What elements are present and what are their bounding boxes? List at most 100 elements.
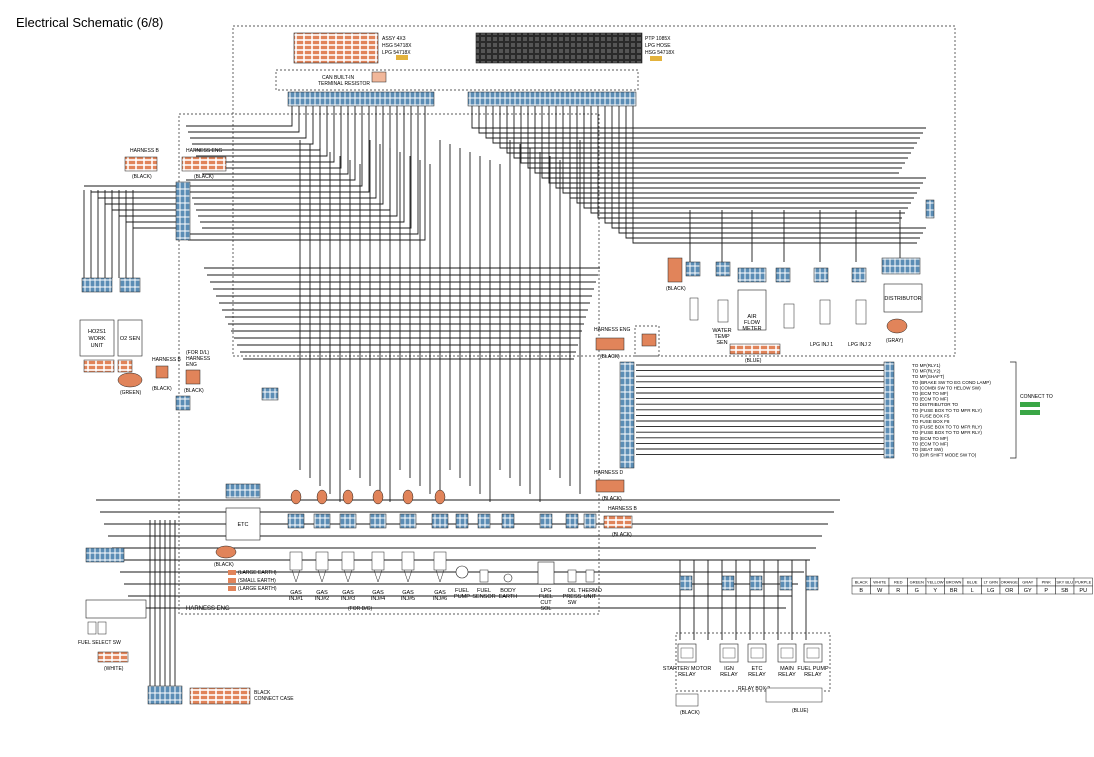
svg-text:PTP 1085X: PTP 1085X xyxy=(645,36,671,42)
svg-text:HARNESS ENG: HARNESS ENG xyxy=(186,148,223,154)
ecu-connector-right: PTP 1085X LPG HOSE HSG 54718X xyxy=(475,32,675,64)
output-label: TO MF(RLY1) xyxy=(912,363,941,368)
legend-color-code: G xyxy=(915,588,919,594)
svg-text:(BLACK): (BLACK) xyxy=(194,174,214,180)
harness-b-connector-top: HARNESS B (BLACK) xyxy=(124,148,160,180)
etc-throttle: ETC (BLACK) (LARGE EARTH) (SMALL EARTH) … xyxy=(214,483,277,592)
output-label: TO (COMBI SW TO HELOW SW) xyxy=(912,385,981,390)
o2-sensor-connectors: HO2S1 WORK UNIT O2 SEN xyxy=(79,277,143,373)
svg-text:HARNESS D: HARNESS D xyxy=(594,470,624,476)
svg-text:TERMINAL RESISTOR: TERMINAL RESISTOR xyxy=(318,81,370,87)
svg-text:CONNECT CASE: CONNECT CASE xyxy=(254,696,294,702)
output-terminal-strip xyxy=(883,361,895,459)
svg-text:(WHITE): (WHITE) xyxy=(104,666,124,672)
svg-text:HARNESS ENG: HARNESS ENG xyxy=(594,327,631,333)
output-label: TO (DIR SHIFT MODE SW TO) xyxy=(912,453,977,458)
bottom-left-connectors: FUEL SELECT SW (WHITE) BLACK CONNECT CAS… xyxy=(78,547,294,705)
relay-label: RELAY xyxy=(748,672,766,678)
output-label: TO (ECM TO MF) xyxy=(912,397,949,402)
output-label: TO (BRAKE SW TO EG COND LAMP) xyxy=(912,380,991,385)
svg-text:(BLACK): (BLACK) xyxy=(600,354,620,360)
svg-text:HARNESS: HARNESS xyxy=(186,356,211,362)
relay-box-label: RELAY BOX 2 xyxy=(738,686,770,692)
ecu-connector-left: ASSY 4X3 HSG 54718X LPG 54718X xyxy=(293,32,412,64)
harness-b-right-connector: HARNESS B (BLACK) xyxy=(603,506,638,538)
svg-text:(BLACK): (BLACK) xyxy=(612,532,632,538)
sensor-label: FUEL xyxy=(455,588,469,594)
svg-text:(BLUE): (BLUE) xyxy=(745,358,762,364)
harness-borders xyxy=(178,25,956,692)
sensor-label: LPG xyxy=(540,588,551,594)
svg-text:LPG INJ 1: LPG INJ 1 xyxy=(810,342,833,348)
harness-eng-connector-mid: (FOR D/L) HARNESS ENG (BLACK) xyxy=(184,350,211,394)
legend-color-code: W xyxy=(877,588,883,594)
svg-text:TEMP: TEMP xyxy=(714,334,730,340)
right-output-labels: TO MF(RLY1)TO MF(RLY2)TO MF(SHAFT)TO (BR… xyxy=(912,363,991,458)
relay-label: RELAY xyxy=(778,672,796,678)
output-label: TO (FUSE BOX TO TO MFR RLY) xyxy=(912,425,982,430)
svg-text:DISTRIBUTOR: DISTRIBUTOR xyxy=(884,296,921,302)
svg-text:FUEL SELECT SW: FUEL SELECT SW xyxy=(78,640,121,646)
output-label: TO FUSE BOX F8 xyxy=(912,419,950,424)
svg-text:WORK: WORK xyxy=(88,336,105,342)
connector-mid-small xyxy=(261,387,279,401)
sensor-label: EARTH xyxy=(499,594,518,600)
connect-bracket xyxy=(1010,361,1017,459)
svg-text:UNIT: UNIT xyxy=(91,343,104,349)
legend-color-name: SKY BLU xyxy=(1056,580,1073,585)
legend-color-code: OR xyxy=(1005,588,1013,594)
ecu-terminal-strip-left xyxy=(287,91,435,107)
svg-text:BLACK: BLACK xyxy=(254,690,271,696)
relay-box-group: STARTER/ MOTORRELAYIGNRELAYETCRELAYMAINR… xyxy=(663,575,829,678)
legend-color-code: SB xyxy=(1061,588,1069,594)
legend-color-name: BLUE xyxy=(967,580,978,585)
output-label: TO FUSE BOX F5 xyxy=(912,413,950,418)
svg-text:ENG: ENG xyxy=(186,362,197,368)
legend-color-name: PINK xyxy=(1042,580,1052,585)
joint-connector-mid xyxy=(175,395,191,411)
relay-label: RELAY xyxy=(678,672,696,678)
color-code-legend: BLACKBWHITEWREDRGREENGYELLOWYBROWNBRBLUE… xyxy=(851,577,1093,595)
right-components: (BLACK) WATER TEMP SEN AIR FLOW METER LP… xyxy=(641,199,935,364)
svg-text:HSG 54718X: HSG 54718X xyxy=(645,50,675,56)
relay-label: RELAY xyxy=(804,672,822,678)
svg-text:(BLACK): (BLACK) xyxy=(152,386,172,392)
svg-text:FLOW: FLOW xyxy=(744,320,761,326)
harness-eng-bottom-label: HARNESS ENG xyxy=(186,606,230,612)
svg-text:ETC: ETC xyxy=(238,522,249,528)
svg-text:HARNESS B: HARNESS B xyxy=(608,506,638,512)
output-label: TO MF(RLY2) xyxy=(912,369,941,374)
injector-label: INJ#6 xyxy=(433,596,447,602)
relay-label: RELAY xyxy=(720,672,738,678)
legend-color-code: Y xyxy=(933,588,937,594)
wire-bundle xyxy=(83,106,926,686)
for-diesel-label: (FOR D/G) xyxy=(348,606,372,612)
harness-eng-right-connector: HARNESS ENG (BLACK) xyxy=(594,327,631,360)
legend-color-code: LG xyxy=(987,588,994,594)
svg-text:LPG 54718X: LPG 54718X xyxy=(382,50,411,56)
svg-text:(FOR D/L): (FOR D/L) xyxy=(186,350,209,356)
sensor-label: FUEL xyxy=(539,594,553,600)
relay-label: FUEL PUMP xyxy=(797,666,829,672)
svg-text:O2 SEN: O2 SEN xyxy=(120,336,140,342)
sensor-label: SOL xyxy=(540,606,551,612)
output-label: TO (FUSE BOX TO TO MFR RLY) xyxy=(912,430,982,435)
svg-text:LPG INJ 2: LPG INJ 2 xyxy=(848,342,871,348)
injector-label: GAS xyxy=(402,590,414,596)
joint-connector-right xyxy=(619,361,635,469)
svg-text:(LARGE EARTH): (LARGE EARTH) xyxy=(238,570,277,576)
injector-label: GAS xyxy=(342,590,354,596)
svg-text:HO2S1: HO2S1 xyxy=(88,329,106,335)
svg-text:(GRAY): (GRAY) xyxy=(886,338,903,344)
svg-text:(GREEN): (GREEN) xyxy=(120,390,141,396)
svg-text:SEN: SEN xyxy=(716,340,727,346)
injector-label: GAS xyxy=(316,590,328,596)
harness-d-connector: HARNESS D (BLACK) xyxy=(594,470,625,502)
